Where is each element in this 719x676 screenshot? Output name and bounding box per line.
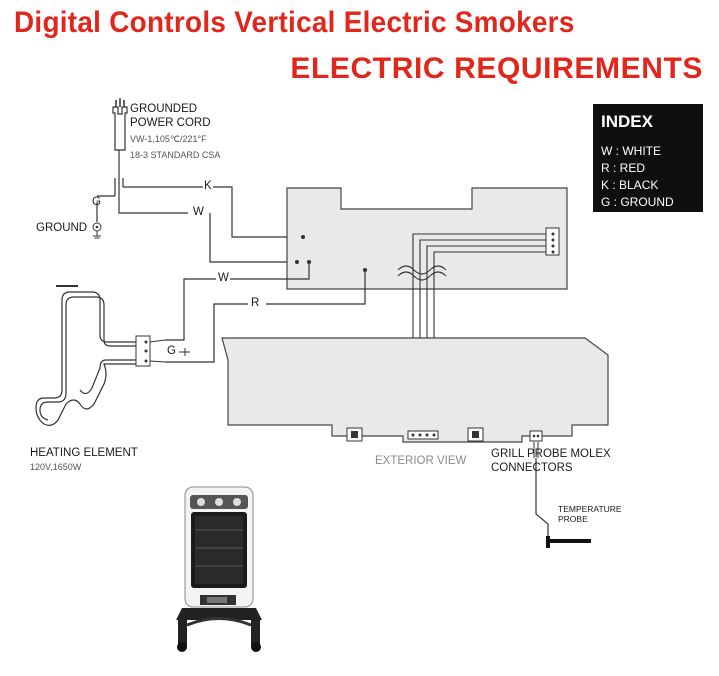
probe-molex-connector — [529, 430, 543, 442]
harness-connector — [407, 430, 439, 440]
title: Digital Controls Vertical Electric Smoke… — [14, 6, 575, 39]
heating-element-label: HEATING ELEMENT — [30, 447, 138, 459]
cord-spec-line1: VW-1,105℃/221°F — [130, 134, 207, 144]
power-cord-wires — [96, 150, 303, 263]
heating-element-spec: 120V,1650W — [30, 462, 82, 472]
cord-spec-line2: 18-3 STANDARD CSA — [130, 150, 221, 160]
smoker-exterior-shell — [221, 337, 609, 443]
index-item-ground: G : GROUND — [601, 195, 674, 209]
exterior-view-label: EXTERIOR VIEW — [375, 455, 467, 467]
wire-label-k: K — [204, 180, 212, 192]
index-item-black: K : BLACK — [601, 178, 659, 192]
power-cord-label-line1: GROUNDED — [130, 103, 198, 115]
color-index-box: INDEX W : WHITE R : RED K : BLACK G : GR… — [593, 104, 703, 212]
wire-label-g-element: G — [167, 345, 176, 357]
ground-symbol-icon — [92, 222, 102, 239]
wire-label-g-cord: G — [92, 196, 101, 208]
power-cord-label-line2: POWER CORD — [130, 117, 211, 129]
power-plug-icon — [112, 98, 128, 151]
board-connector — [545, 227, 560, 256]
temperature-probe-icon — [533, 442, 591, 548]
control-board — [286, 187, 568, 290]
heating-element-icon — [35, 285, 139, 426]
temperature-probe-label-line1: TEMPERATURE — [558, 504, 622, 514]
index-heading: INDEX — [601, 112, 653, 131]
temperature-probe-label-line2: PROBE — [558, 514, 588, 524]
ground-label: GROUND — [36, 222, 88, 234]
wire-label-r: R — [251, 297, 260, 309]
index-item-red: R : RED — [601, 161, 646, 175]
smoker-product-image — [176, 486, 262, 652]
subtitle: ELECTRIC REQUIREMENTS — [290, 52, 703, 85]
probe-connector-label-line2: CONNECTORS — [491, 462, 573, 474]
index-item-white: W : WHITE — [601, 144, 661, 158]
wire-label-w-mid: W — [218, 272, 229, 284]
wire-label-w-top: W — [193, 206, 204, 218]
probe-connector-label-line1: GRILL PROBE MOLEX — [491, 448, 611, 460]
heating-element-wires — [165, 262, 366, 363]
